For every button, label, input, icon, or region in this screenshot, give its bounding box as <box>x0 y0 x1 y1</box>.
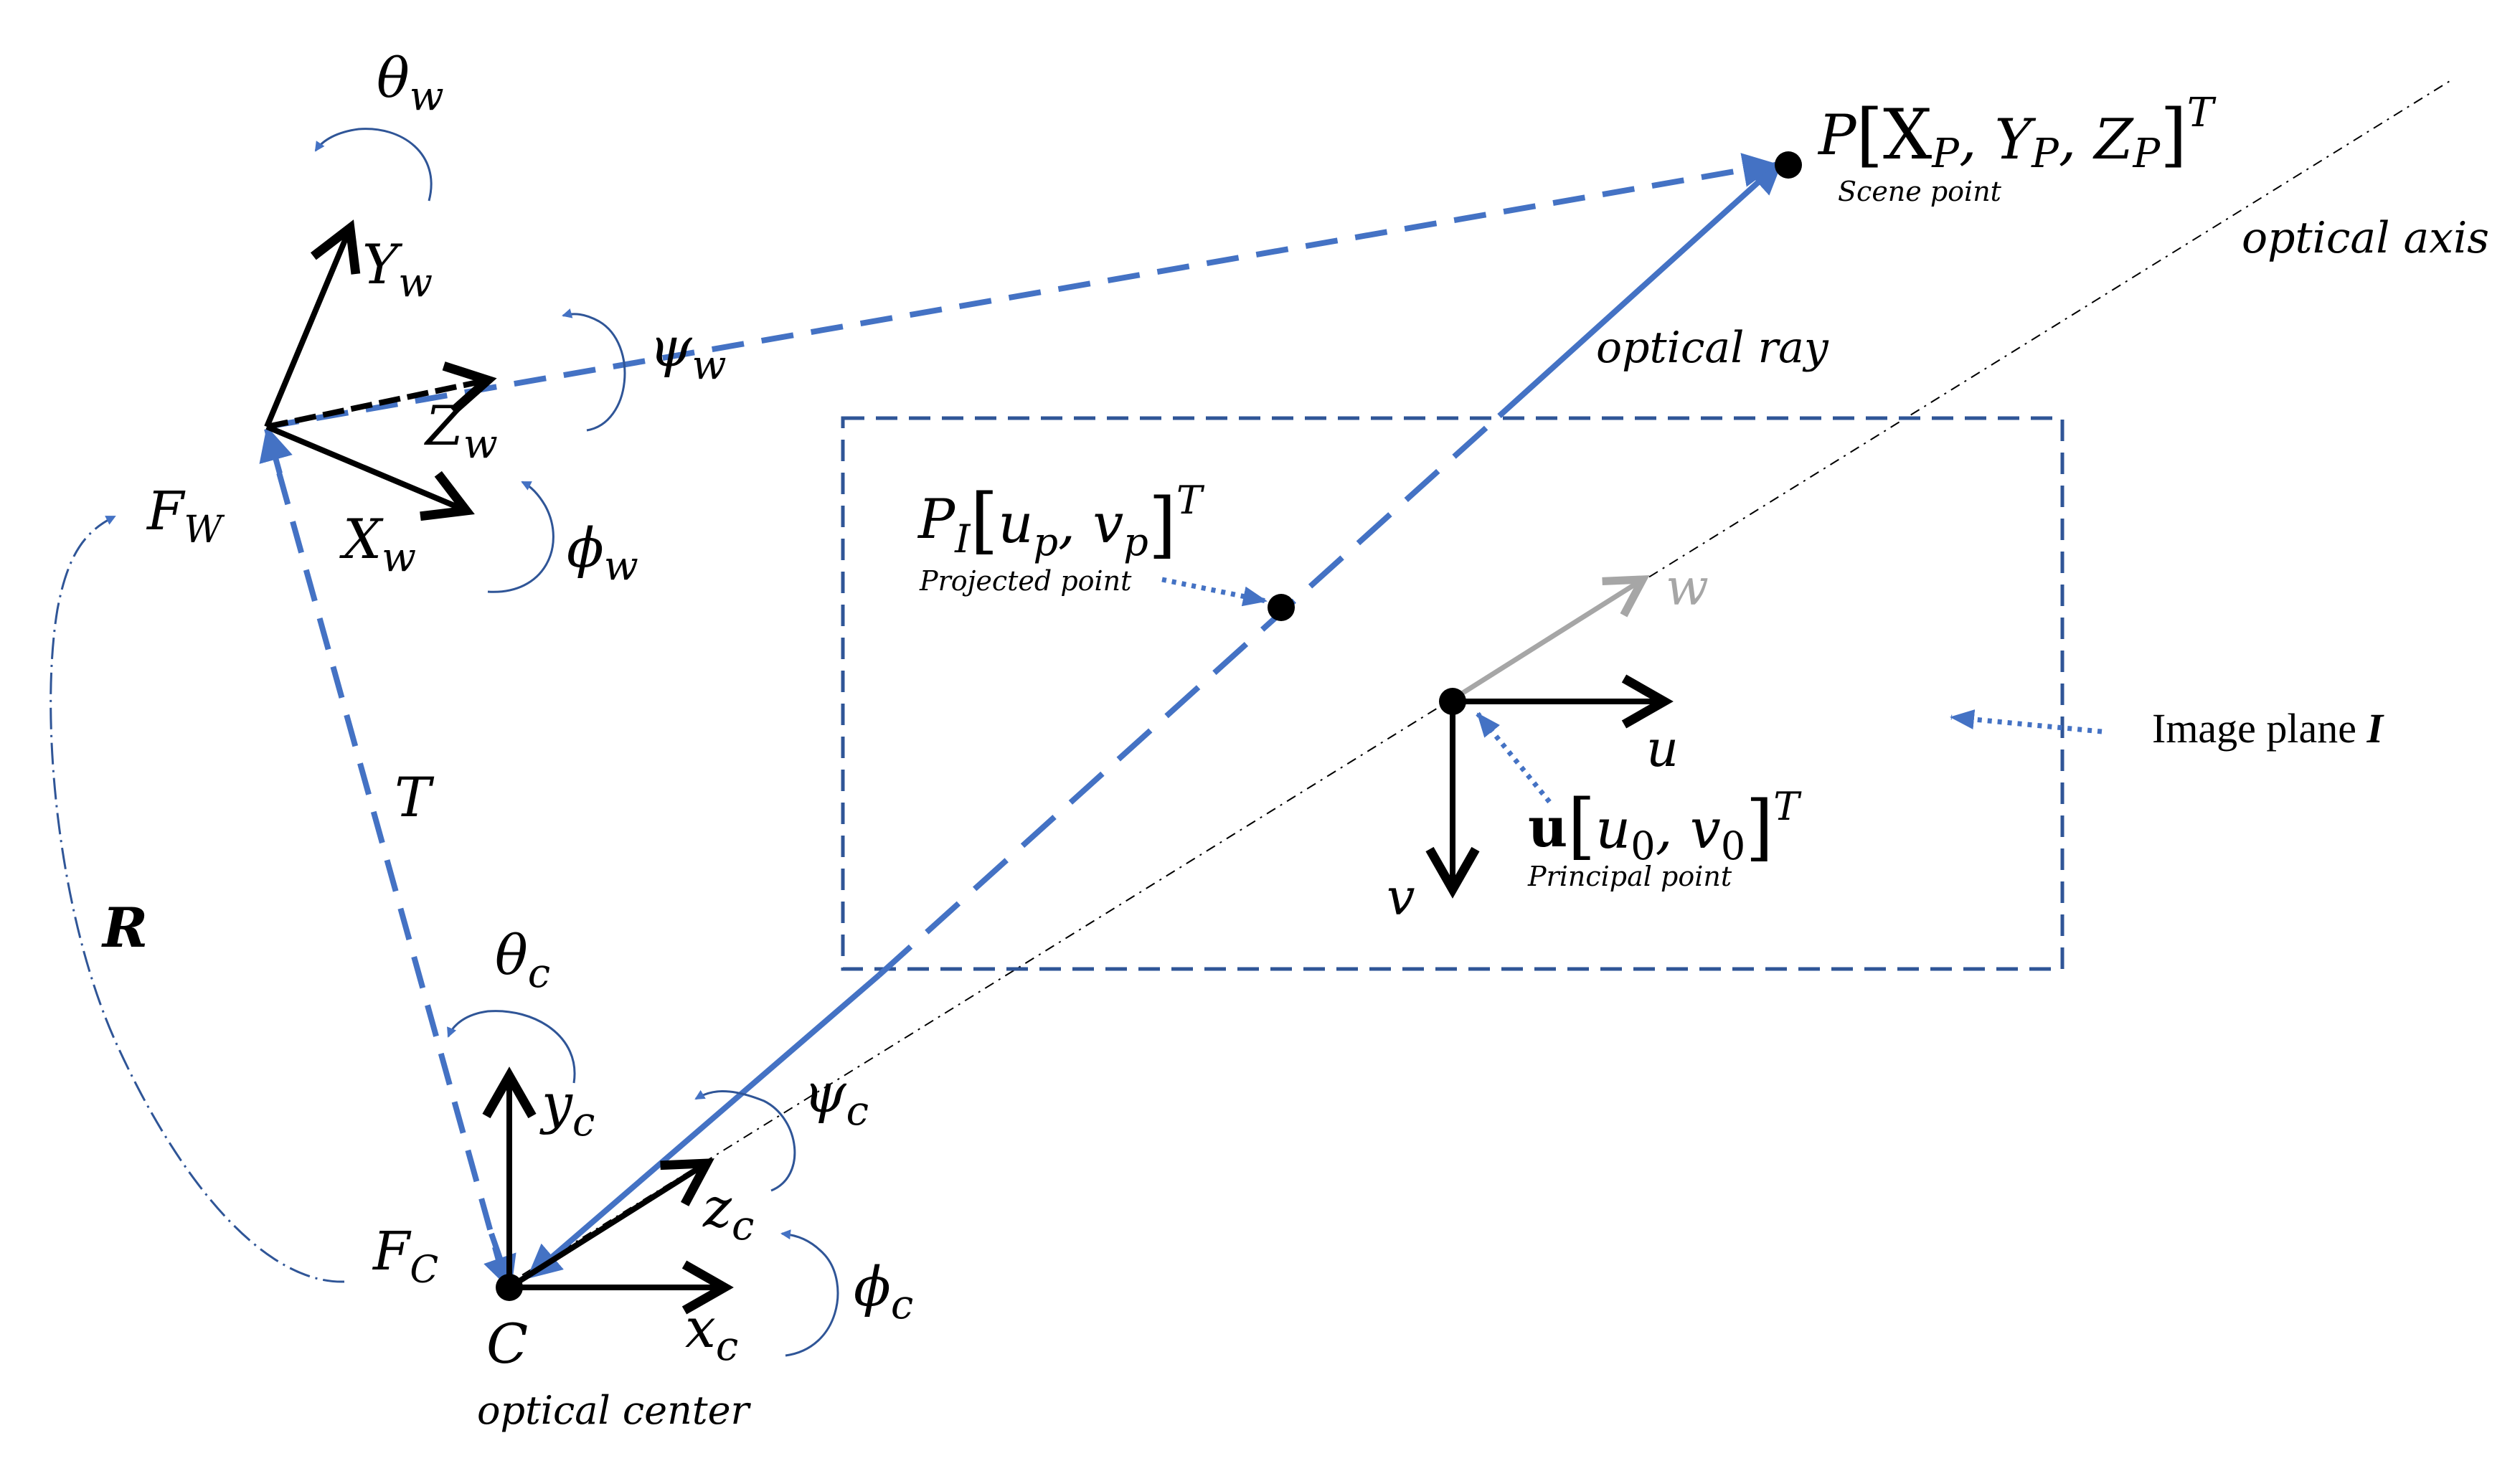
scene-point-caption: Scene point <box>1838 176 2002 207</box>
principal-pointer <box>1476 711 1552 804</box>
theta-c-arc <box>447 1010 576 1084</box>
scene-point-label: P[XP, YP, ZP]T <box>1817 90 2217 177</box>
phi-c-label: ϕc <box>854 1254 913 1328</box>
theta-w-label: θw <box>377 46 444 120</box>
optical-center-caption: optical center <box>477 1388 752 1433</box>
projected-point-label: PI[up, vp]T <box>917 478 1205 567</box>
world-z-axis <box>266 361 497 430</box>
principal-point-dot <box>1439 688 1466 715</box>
psi-w-label: ψw <box>649 315 727 389</box>
optical-ray-lower <box>526 973 881 1280</box>
camera-z-axis <box>507 1158 714 1290</box>
projected-point-dot <box>1268 594 1295 621</box>
camera-y-label: yc <box>539 1072 595 1145</box>
world-frame-label: FW <box>146 481 225 552</box>
scene-point-dot <box>1775 151 1802 179</box>
projected-point-caption: Projected point <box>919 565 1132 597</box>
optical-center-dot <box>496 1274 523 1301</box>
phi-w-arc <box>487 481 555 593</box>
camera-frame-label: FC <box>372 1221 438 1292</box>
rotation-label: R <box>101 896 148 960</box>
principal-point-label: u[u0, v0]T <box>1528 784 1802 869</box>
translation-line <box>264 427 506 1280</box>
world-to-scene-line <box>266 153 1778 430</box>
camera-x-label: xc <box>685 1296 738 1370</box>
principal-point-caption: Principal point <box>1527 861 1732 892</box>
psi-c-label: ψc <box>803 1061 869 1135</box>
psi-c-arc <box>694 1089 796 1192</box>
image-plane-label: Image plane I <box>2152 705 2385 752</box>
projected-pointer <box>1161 577 1268 607</box>
optical-center-label: C <box>486 1312 528 1376</box>
theta-c-label: θc <box>495 923 550 997</box>
theta-w-arc <box>314 128 433 202</box>
world-x-label: Xw <box>339 507 416 581</box>
image-u-label: u <box>1646 719 1679 778</box>
optical-axis-label: optical axis <box>2242 213 2489 263</box>
rotation-r-arc <box>49 515 345 1283</box>
image-plane-pointer <box>1950 709 2103 734</box>
image-v-label: v <box>1387 868 1415 927</box>
camera-z-label: zc <box>702 1176 754 1249</box>
translation-label: T <box>395 765 435 829</box>
image-w-label: w <box>1666 558 1709 617</box>
psi-w-arc <box>562 308 626 432</box>
image-plane-rect <box>841 416 2064 971</box>
translation-arrow-world <box>259 426 293 475</box>
optical-ray-label: optical ray <box>1596 323 1829 373</box>
world-x-axis <box>265 424 475 521</box>
world-y-label: Yw <box>362 232 433 306</box>
optical-axis-line <box>501 78 2454 1288</box>
world-z-label: Zw <box>424 394 498 468</box>
phi-w-label: ϕw <box>567 516 638 590</box>
world-y-axis <box>264 219 361 428</box>
optical-ray-upper <box>1497 159 1783 418</box>
phi-c-arc <box>780 1229 839 1357</box>
optical-ray-dashed <box>877 414 1501 978</box>
image-w-axis <box>1451 574 1650 701</box>
